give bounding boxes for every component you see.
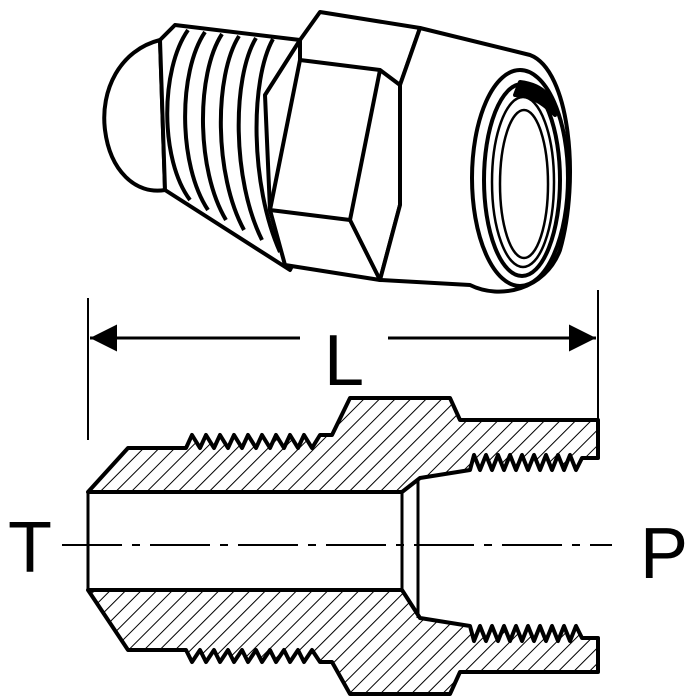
end-label-t: T xyxy=(8,508,52,588)
port-shadow xyxy=(513,80,557,117)
thread-crests xyxy=(165,28,282,253)
fitting-isometric-view xyxy=(102,10,572,294)
dimension-label-l: L xyxy=(324,321,364,401)
flare-nose xyxy=(102,38,167,193)
upper-wall xyxy=(86,396,600,494)
lower-wall xyxy=(86,588,600,696)
fitting-cross-section xyxy=(62,396,612,696)
hex-edges xyxy=(268,40,402,281)
dimension-l xyxy=(87,290,599,440)
end-label-p: P xyxy=(640,514,688,594)
